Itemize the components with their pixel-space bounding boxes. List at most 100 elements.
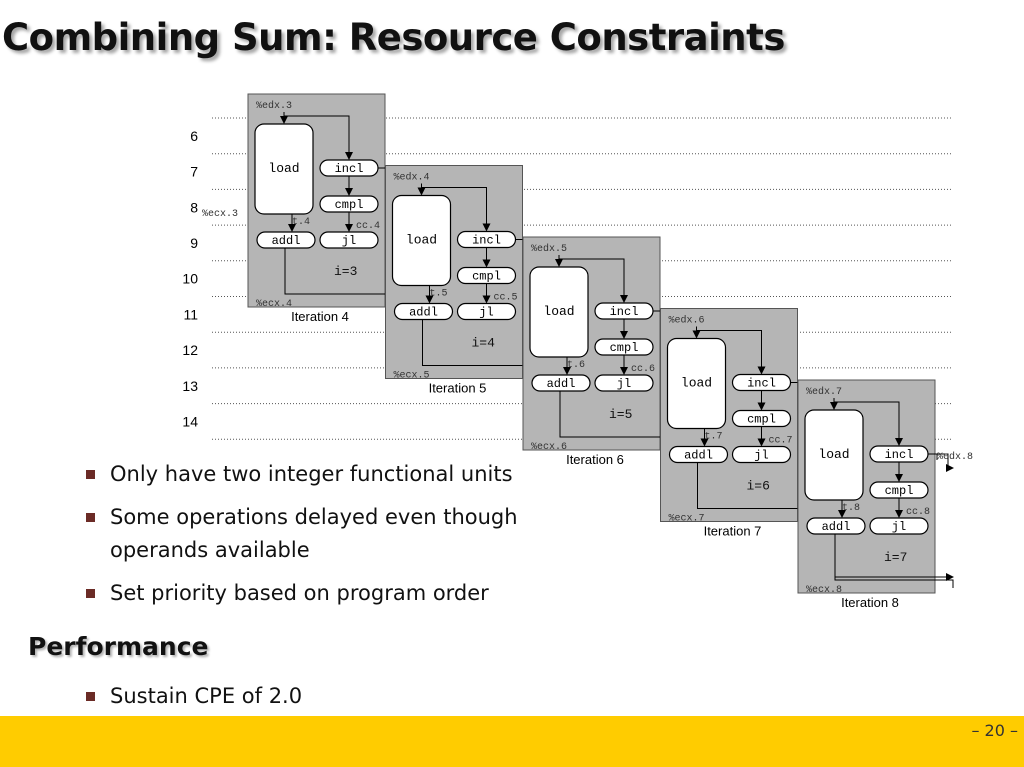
ecx-out-label: %ecx.5 — [394, 371, 430, 382]
ecx-out-label: %ecx.7 — [669, 514, 705, 525]
ecx-out-label: %ecx.8 — [806, 585, 842, 596]
edx-to-incl-arrow — [696, 330, 766, 375]
iteration-caption: Iteration 5 — [429, 381, 487, 396]
t-label: t.7 — [705, 432, 723, 443]
i-label: i=5 — [609, 407, 632, 422]
op-label: jl — [892, 520, 906, 534]
cycle-label: 8 — [190, 199, 198, 215]
op-label: addl — [272, 234, 301, 248]
t-label: t.6 — [567, 360, 585, 371]
cycle-label: 7 — [190, 164, 198, 180]
cycle-label: 10 — [182, 271, 198, 287]
op-label: cmpl — [747, 413, 776, 427]
addl-op — [668, 445, 729, 464]
bullet-item: Set priority based on program order — [86, 577, 566, 610]
i-label: i=4 — [472, 336, 496, 351]
cc-label: cc.8 — [906, 507, 930, 518]
edx-in-label: %edx.3 — [256, 100, 292, 112]
op-label: jl — [479, 306, 493, 320]
addl-op — [806, 517, 866, 535]
addl-op — [256, 231, 316, 249]
iteration-caption: Iteration 6 — [566, 452, 624, 467]
i-label: i=6 — [747, 479, 770, 494]
t-label: t.8 — [842, 503, 860, 514]
cycle-label: 13 — [182, 378, 198, 394]
bullet-list: Only have two integer functional units S… — [86, 458, 566, 620]
edx-in-label: %edx.5 — [531, 243, 567, 255]
op-label: load — [818, 447, 849, 462]
op-label: incl — [472, 234, 501, 248]
cycle-label: 6 — [190, 128, 198, 144]
load-op — [254, 123, 314, 215]
t-label: t.4 — [292, 217, 310, 228]
iteration-caption: Iteration 4 — [291, 309, 349, 324]
cc-label: cc.6 — [631, 364, 655, 375]
load-op — [391, 194, 452, 287]
load-op — [666, 337, 727, 430]
op-label: jl — [342, 234, 356, 248]
cycle-label: 11 — [183, 306, 198, 322]
ecx-out-arrow — [834, 534, 954, 581]
iteration-block: %edx.4 %ecx.5 t.5 cc.5 i=4 load incl cmpl addl jl… — [385, 165, 545, 397]
op-label: cmpl — [610, 341, 639, 355]
load-op — [529, 266, 589, 358]
op-label: addl — [684, 449, 713, 463]
jl-op — [319, 231, 379, 249]
op-label: addl — [409, 306, 438, 320]
t-label: t.5 — [430, 289, 448, 300]
cycle-label: 9 — [190, 235, 198, 251]
edx-to-incl-arrow — [421, 187, 491, 232]
footer-bar: – 20 – — [0, 716, 1024, 767]
iteration-caption: Iteration 8 — [841, 595, 899, 610]
slide-title: Combining Sum: Resource Constraints — [2, 16, 785, 59]
op-label: incl — [885, 448, 914, 462]
load-op — [804, 409, 864, 501]
op-label: load — [543, 304, 574, 319]
addl-op — [531, 374, 591, 392]
jl-op — [594, 374, 654, 392]
edx-in-label: %edx.4 — [394, 172, 430, 184]
op-label: cmpl — [335, 198, 364, 212]
op-label: cmpl — [472, 270, 501, 284]
op-label: cmpl — [885, 484, 914, 498]
op-label: load — [681, 376, 712, 391]
op-label: incl — [747, 377, 776, 391]
caption-bg — [278, 309, 358, 325]
ecx-out-label: %ecx.4 — [256, 299, 292, 310]
op-label: addl — [822, 520, 851, 534]
jl-op — [731, 445, 792, 464]
edx-to-incl-arrow — [284, 115, 353, 160]
performance-item: Sustain CPE of 2.0 — [86, 680, 302, 712]
i-label: i=7 — [884, 550, 907, 565]
edx-to-incl-arrow — [559, 258, 628, 303]
edx-out-label: %edx.8 — [937, 451, 973, 463]
cycle-label: 12 — [182, 342, 198, 358]
iteration-block: %edx.7 %ecx.8 t.8 cc.8 i=7 load incl cmpl addl jl… — [797, 379, 954, 611]
edx-out-arrow — [928, 453, 954, 472]
i-label: i=3 — [334, 264, 357, 279]
edx-in-label: %edx.7 — [806, 386, 842, 398]
edx-in-label: %edx.6 — [669, 315, 705, 327]
caption-bg — [690, 523, 771, 540]
jl-op — [456, 302, 517, 321]
bullet-item: Some operations delayed even though oper… — [86, 501, 566, 567]
op-label: addl — [547, 377, 576, 391]
caption-bg — [553, 452, 633, 468]
page-number: – 20 – — [971, 721, 1018, 740]
cycle-label: 14 — [182, 413, 198, 429]
op-label: load — [406, 233, 437, 248]
performance-list: Sustain CPE of 2.0 — [86, 680, 302, 712]
iteration-caption: Iteration 7 — [704, 524, 762, 539]
op-label: incl — [610, 305, 639, 319]
caption-bg — [828, 595, 908, 611]
bullet-item: Only have two integer functional units — [86, 458, 566, 491]
op-label: jl — [617, 377, 631, 391]
cc-label: cc.7 — [769, 436, 793, 447]
ecx-in-label: %ecx.3 — [202, 209, 238, 220]
cc-label: cc.5 — [494, 293, 518, 304]
op-label: load — [268, 161, 299, 176]
